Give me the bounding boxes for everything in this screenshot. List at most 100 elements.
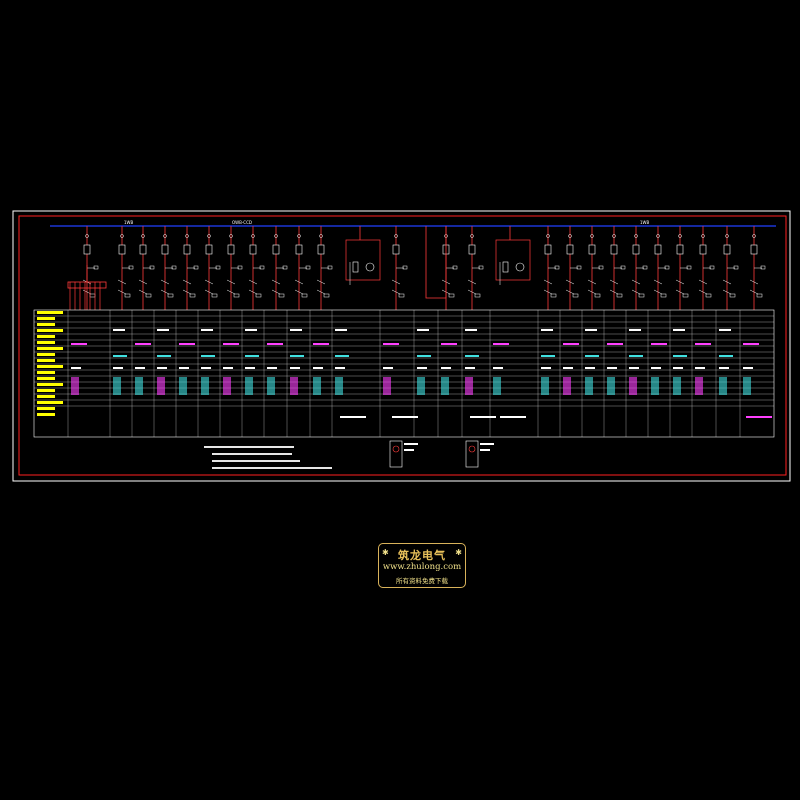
relay-symbol <box>474 293 481 298</box>
feeder-circuit <box>204 226 221 310</box>
cell-text <box>563 343 579 345</box>
table-border <box>33 309 775 438</box>
row-header-text <box>37 371 55 374</box>
cell-block <box>267 377 275 395</box>
meter-symbol <box>193 265 199 270</box>
contact-symbol <box>590 234 594 238</box>
switch-symbol <box>316 289 326 295</box>
contact-symbol <box>141 234 145 238</box>
cell-text <box>743 367 753 369</box>
cell-text <box>383 367 393 369</box>
feeder-circuit <box>587 226 604 310</box>
meter-legend <box>465 440 494 468</box>
cell-text <box>290 367 300 369</box>
meter-symbol <box>128 265 134 270</box>
legend-box <box>389 440 403 468</box>
cell-text <box>541 329 553 331</box>
cell-text <box>179 367 189 369</box>
relay-symbol <box>594 293 601 298</box>
cell-block <box>135 377 143 395</box>
cell-block <box>201 377 209 395</box>
breaker-symbol <box>205 244 213 255</box>
meter-symbol <box>620 265 626 270</box>
breaker-symbol <box>161 244 169 255</box>
meter-symbol <box>259 265 265 270</box>
contact-symbol <box>546 234 550 238</box>
cell-text <box>585 329 597 331</box>
special-circuits <box>345 226 531 299</box>
circuit-data-table <box>33 309 775 438</box>
switch-symbol <box>631 279 641 285</box>
switch-symbol <box>182 279 192 285</box>
bus-tie <box>425 226 447 299</box>
legend-symbol <box>468 445 476 453</box>
relay-symbol <box>660 293 667 298</box>
cell-block <box>245 377 253 395</box>
switch-symbol <box>698 279 708 285</box>
measuring-frame <box>495 239 531 281</box>
cell-text <box>313 367 323 369</box>
cell-block <box>563 377 571 395</box>
row-header-text <box>37 335 55 338</box>
cell-text <box>245 367 255 369</box>
legend-text <box>480 449 490 451</box>
cell-block <box>179 377 187 395</box>
row-header-text <box>37 341 55 344</box>
meter-symbol <box>237 265 243 270</box>
star-icon: ✱ <box>455 548 462 557</box>
busbar-left-label: 1WB <box>124 220 134 225</box>
cell-text <box>313 343 329 345</box>
cell-text <box>383 343 399 345</box>
relay-symbol <box>550 293 557 298</box>
cell-block <box>113 377 121 395</box>
row-header-text <box>37 323 55 326</box>
feeder-circuit <box>609 226 626 310</box>
breaker-symbol <box>468 244 476 255</box>
relay-symbol <box>638 293 645 298</box>
row-header-text <box>37 311 63 314</box>
meter-symbol <box>452 265 458 270</box>
switch-symbol <box>675 289 685 295</box>
relay-symbol <box>167 293 174 298</box>
row-header-text <box>37 365 63 368</box>
cell-text <box>392 416 418 418</box>
measuring-frame <box>345 239 381 281</box>
breaker-symbol <box>183 244 191 255</box>
cell-text <box>746 416 772 418</box>
meter-symbol <box>664 265 670 270</box>
switch-symbol <box>160 289 170 295</box>
contact-symbol <box>701 234 705 238</box>
cell-text <box>135 343 151 345</box>
contact-symbol <box>85 234 89 238</box>
cell-text <box>493 367 503 369</box>
cell-block <box>335 377 343 395</box>
cell-text <box>417 355 431 357</box>
cell-block <box>290 377 298 395</box>
cell-text <box>245 329 257 331</box>
feeder-circuit <box>749 226 766 310</box>
meter-symbol <box>282 265 288 270</box>
note-line <box>212 460 300 462</box>
lamp-symbol <box>365 262 375 272</box>
breaker-symbol <box>544 244 552 255</box>
contact-symbol <box>678 234 682 238</box>
switch-symbol <box>467 279 477 285</box>
breaker-symbol <box>317 244 325 255</box>
contact-symbol <box>656 234 660 238</box>
switch-symbol <box>117 289 127 295</box>
relay-symbol <box>398 293 405 298</box>
contact-symbol <box>568 234 572 238</box>
relay-symbol <box>255 293 262 298</box>
meter-symbol <box>598 265 604 270</box>
switch-symbol <box>271 289 281 295</box>
contact-symbol <box>394 234 398 238</box>
cell-text <box>563 367 573 369</box>
note-line <box>204 446 294 448</box>
cell-text <box>335 367 345 369</box>
switch-symbol <box>271 279 281 285</box>
meter-symbol <box>760 265 766 270</box>
breaker-symbol <box>227 244 235 255</box>
cell-text <box>267 343 283 345</box>
note-line <box>212 453 292 455</box>
transformer-symbol <box>502 261 509 273</box>
